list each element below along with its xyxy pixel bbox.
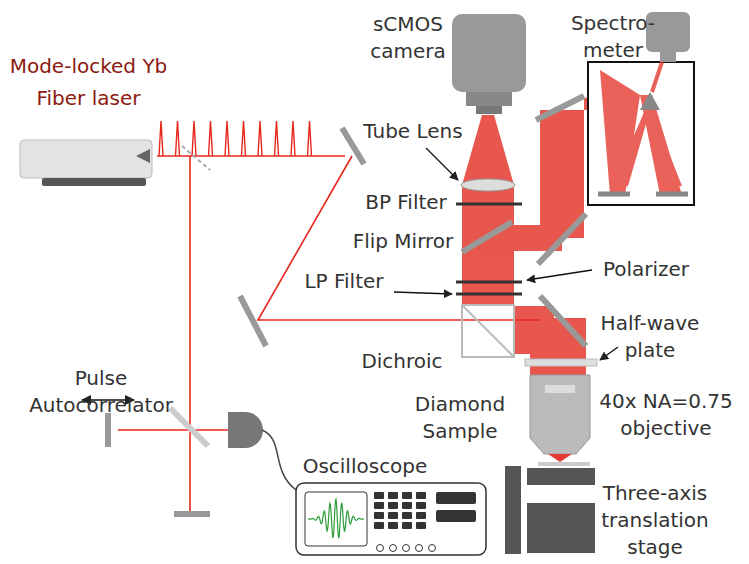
scope-screen <box>305 492 367 546</box>
component-label: Diamond Sample <box>404 391 516 445</box>
focus-spot <box>548 454 572 462</box>
laser-housing <box>20 140 152 178</box>
dichroic-cube <box>462 305 514 357</box>
leader-line <box>394 148 618 360</box>
filter <box>456 204 522 294</box>
component-label: sCMOS camera <box>360 11 456 65</box>
spectrometer-mirror <box>598 192 688 197</box>
laser-base <box>42 178 146 186</box>
beam-splitter <box>182 146 210 170</box>
component-label: BP Filter <box>356 189 456 216</box>
spectrometer-beam <box>652 62 662 92</box>
component-label: 40x NA=0.75 objective <box>588 388 744 442</box>
component-label: Spectro- meter <box>566 10 660 64</box>
component-label: Dichroic <box>352 348 452 375</box>
objective-band <box>545 385 575 393</box>
half-wave-plate <box>525 359 597 366</box>
component-label: Three-axis translation stage <box>588 480 722 561</box>
spectrometer-housing <box>588 62 694 205</box>
dichroic-cube <box>462 305 514 357</box>
scope-trace <box>308 499 364 538</box>
component-label: Oscilloscope <box>290 453 440 480</box>
component-label: LP Filter <box>294 268 394 295</box>
oscilloscope <box>296 483 486 555</box>
component-label: Flip Mirror <box>344 228 462 255</box>
grating <box>640 92 660 110</box>
laser-aperture <box>136 149 150 163</box>
translation-stage <box>505 466 595 554</box>
component-label: Half-wave plate <box>588 310 712 364</box>
scope-buttons <box>374 492 476 552</box>
component-label: Pulse Autocorrelator <box>18 365 184 419</box>
cable <box>262 430 296 490</box>
photodetector <box>228 412 263 448</box>
mirror <box>108 96 586 514</box>
tube-lens <box>461 179 515 191</box>
pulse-train <box>159 121 312 156</box>
component-label: Tube Lens <box>358 118 468 145</box>
spectrometer-beam <box>600 70 682 195</box>
diamond-sample <box>538 462 590 466</box>
objective <box>530 375 590 454</box>
component-label: Mode-locked Yb Fiber laser <box>6 50 171 114</box>
excitation-beam <box>118 156 540 512</box>
scmos-camera <box>452 14 526 114</box>
component-label: Polarizer <box>594 256 698 283</box>
